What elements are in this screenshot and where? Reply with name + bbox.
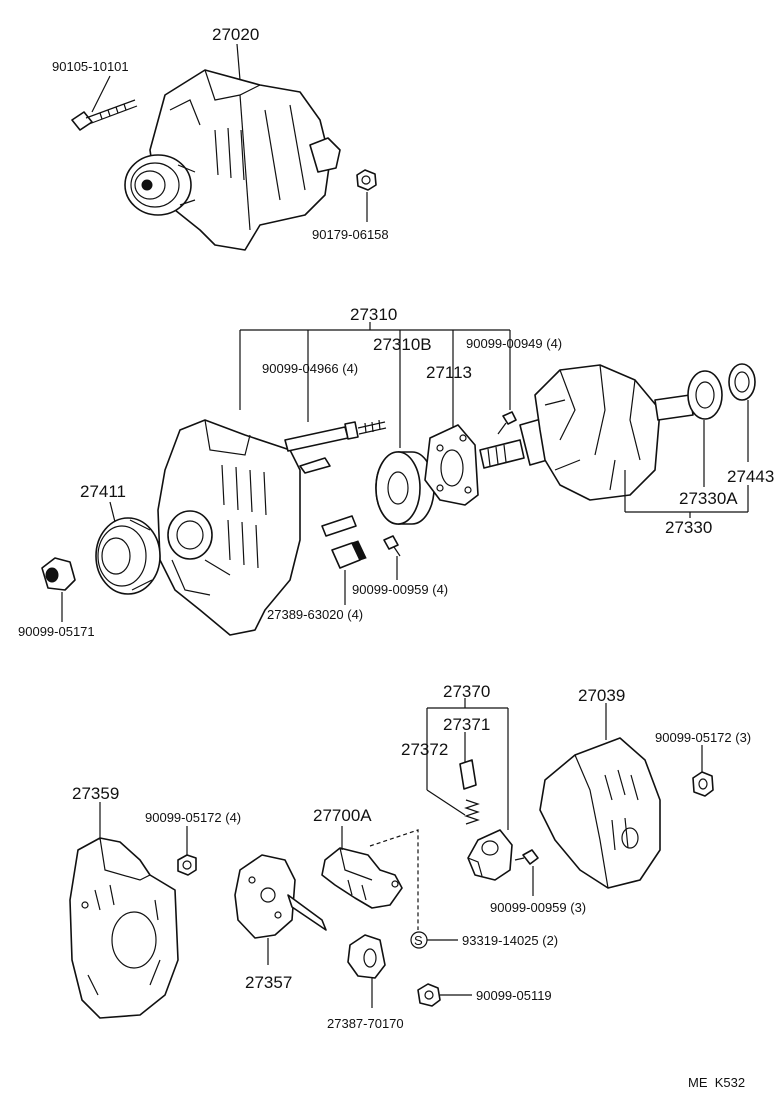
label-nut-05172-4: 90099-05172 (4)	[145, 810, 241, 825]
label-nut-top: 90179-06158	[312, 227, 389, 242]
nut-90099-05119	[417, 983, 441, 1007]
label-drive-end-frame: 27310	[350, 305, 397, 324]
label-rear-frame: 27359	[72, 784, 119, 803]
screw-90099-00949	[502, 411, 517, 425]
label-retainer-27113: 27113	[426, 363, 472, 382]
label-frame-27310b: 27310B	[373, 335, 432, 354]
nut-90099-05172-3	[692, 771, 714, 797]
label-bearing-27443: 27443	[727, 467, 774, 486]
label-screw-00959-3: 90099-00959 (3)	[490, 900, 586, 915]
label-bolt-04966: 90099-04966 (4)	[262, 361, 358, 376]
alternator-assembly	[124, 69, 341, 251]
label-alternator-assy: 27020	[212, 25, 259, 44]
screw-90099-00959-4	[383, 535, 399, 550]
label-screw-symbol: S	[414, 933, 423, 948]
label-brush-holder: 27370	[443, 682, 490, 701]
label-rectifier: 27357	[245, 973, 292, 992]
nut-90179-06158	[356, 169, 377, 191]
stud-upper	[299, 457, 331, 474]
label-spring-27372: 27372	[401, 740, 448, 759]
rectifier-27357	[234, 854, 327, 939]
bearing-27330a	[687, 370, 723, 420]
brush-holder-27370	[467, 829, 513, 881]
bracket-27370	[426, 698, 509, 830]
label-nut-05119: 90099-05119	[476, 988, 552, 1003]
label-brush-27371: 27371	[443, 715, 490, 734]
label-bearing-27330a: 27330A	[679, 489, 738, 508]
drive-end-frame	[157, 419, 301, 636]
page-code: ME K532	[688, 1075, 745, 1090]
label-screw-00949: 90099-00949 (4)	[466, 336, 562, 351]
label-pulley-27411: 27411	[80, 482, 126, 501]
bearing-27310b	[375, 451, 435, 525]
rear-cover-27039	[539, 737, 661, 889]
rotor-27330	[479, 364, 694, 501]
spring-27372	[464, 799, 480, 825]
bracket-27310	[239, 322, 511, 448]
retainer-27113	[424, 424, 479, 506]
stud-lower	[321, 515, 357, 537]
bearing-27443	[728, 363, 756, 401]
label-rotor-27330: 27330	[665, 518, 712, 537]
screw-90099-00959-3	[522, 849, 539, 865]
pulley-27411	[95, 517, 161, 595]
bolt-90105-10101	[71, 99, 138, 131]
terminal-insulator-27387-70170	[347, 934, 386, 979]
label-rear-cover: 27039	[578, 686, 625, 705]
label-terminal-insulator: 27387-70170	[327, 1016, 404, 1031]
nut-90099-05172-4	[177, 854, 197, 876]
label-screw-00959-4: 90099-00959 (4)	[352, 582, 448, 597]
nut-90099-05171	[41, 557, 76, 591]
rear-frame-27359	[69, 837, 179, 1019]
regulator-27700a	[321, 847, 403, 909]
label-regulator: 27700A	[313, 806, 372, 825]
label-bolt-top: 90105-10101	[52, 59, 129, 74]
label-nut-05171: 90099-05171	[18, 624, 95, 639]
bolt-90099-04966	[284, 419, 387, 452]
label-screw-14025: 93319-14025 (2)	[462, 933, 558, 948]
brush-27371	[459, 759, 477, 790]
label-insulator-63020: 27389-63020 (4)	[267, 607, 363, 622]
label-nut-05172-3: 90099-05172 (3)	[655, 730, 751, 745]
